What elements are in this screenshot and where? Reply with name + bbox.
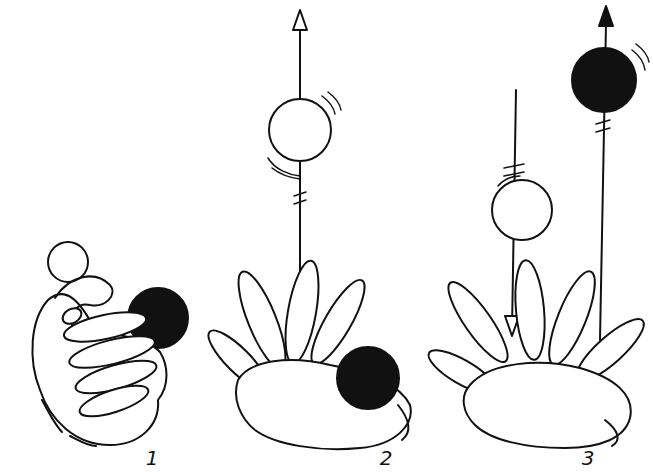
thumbnail [60,305,84,327]
spin-mark [322,92,341,114]
tick-mark [596,120,610,132]
finger [512,259,549,361]
hand-holding-balls [32,242,188,446]
white-ball [269,99,331,161]
panel-number: 3 [582,448,595,468]
trajectory-line [299,30,301,300]
black-ball [572,48,636,112]
hollow-arrowhead [293,10,307,30]
white-ball [48,242,88,282]
panel-number: 1 [146,448,159,468]
spin-mark [498,176,520,186]
white-ball [492,180,552,240]
hand-exchanging [423,6,651,448]
spin-mark [268,158,300,179]
tick-mark [294,192,306,204]
black-ball [337,347,399,409]
finger [76,379,151,422]
palm [32,294,166,445]
little-finger [605,420,618,446]
palm [464,363,631,448]
spin-mark [632,44,649,70]
little-finger [398,405,408,440]
filled-arrowhead [599,6,613,26]
hand-wrinkle [42,400,96,446]
panel-number: 2 [380,448,393,468]
hand-throwing [201,10,411,449]
tick-mark [504,164,524,176]
